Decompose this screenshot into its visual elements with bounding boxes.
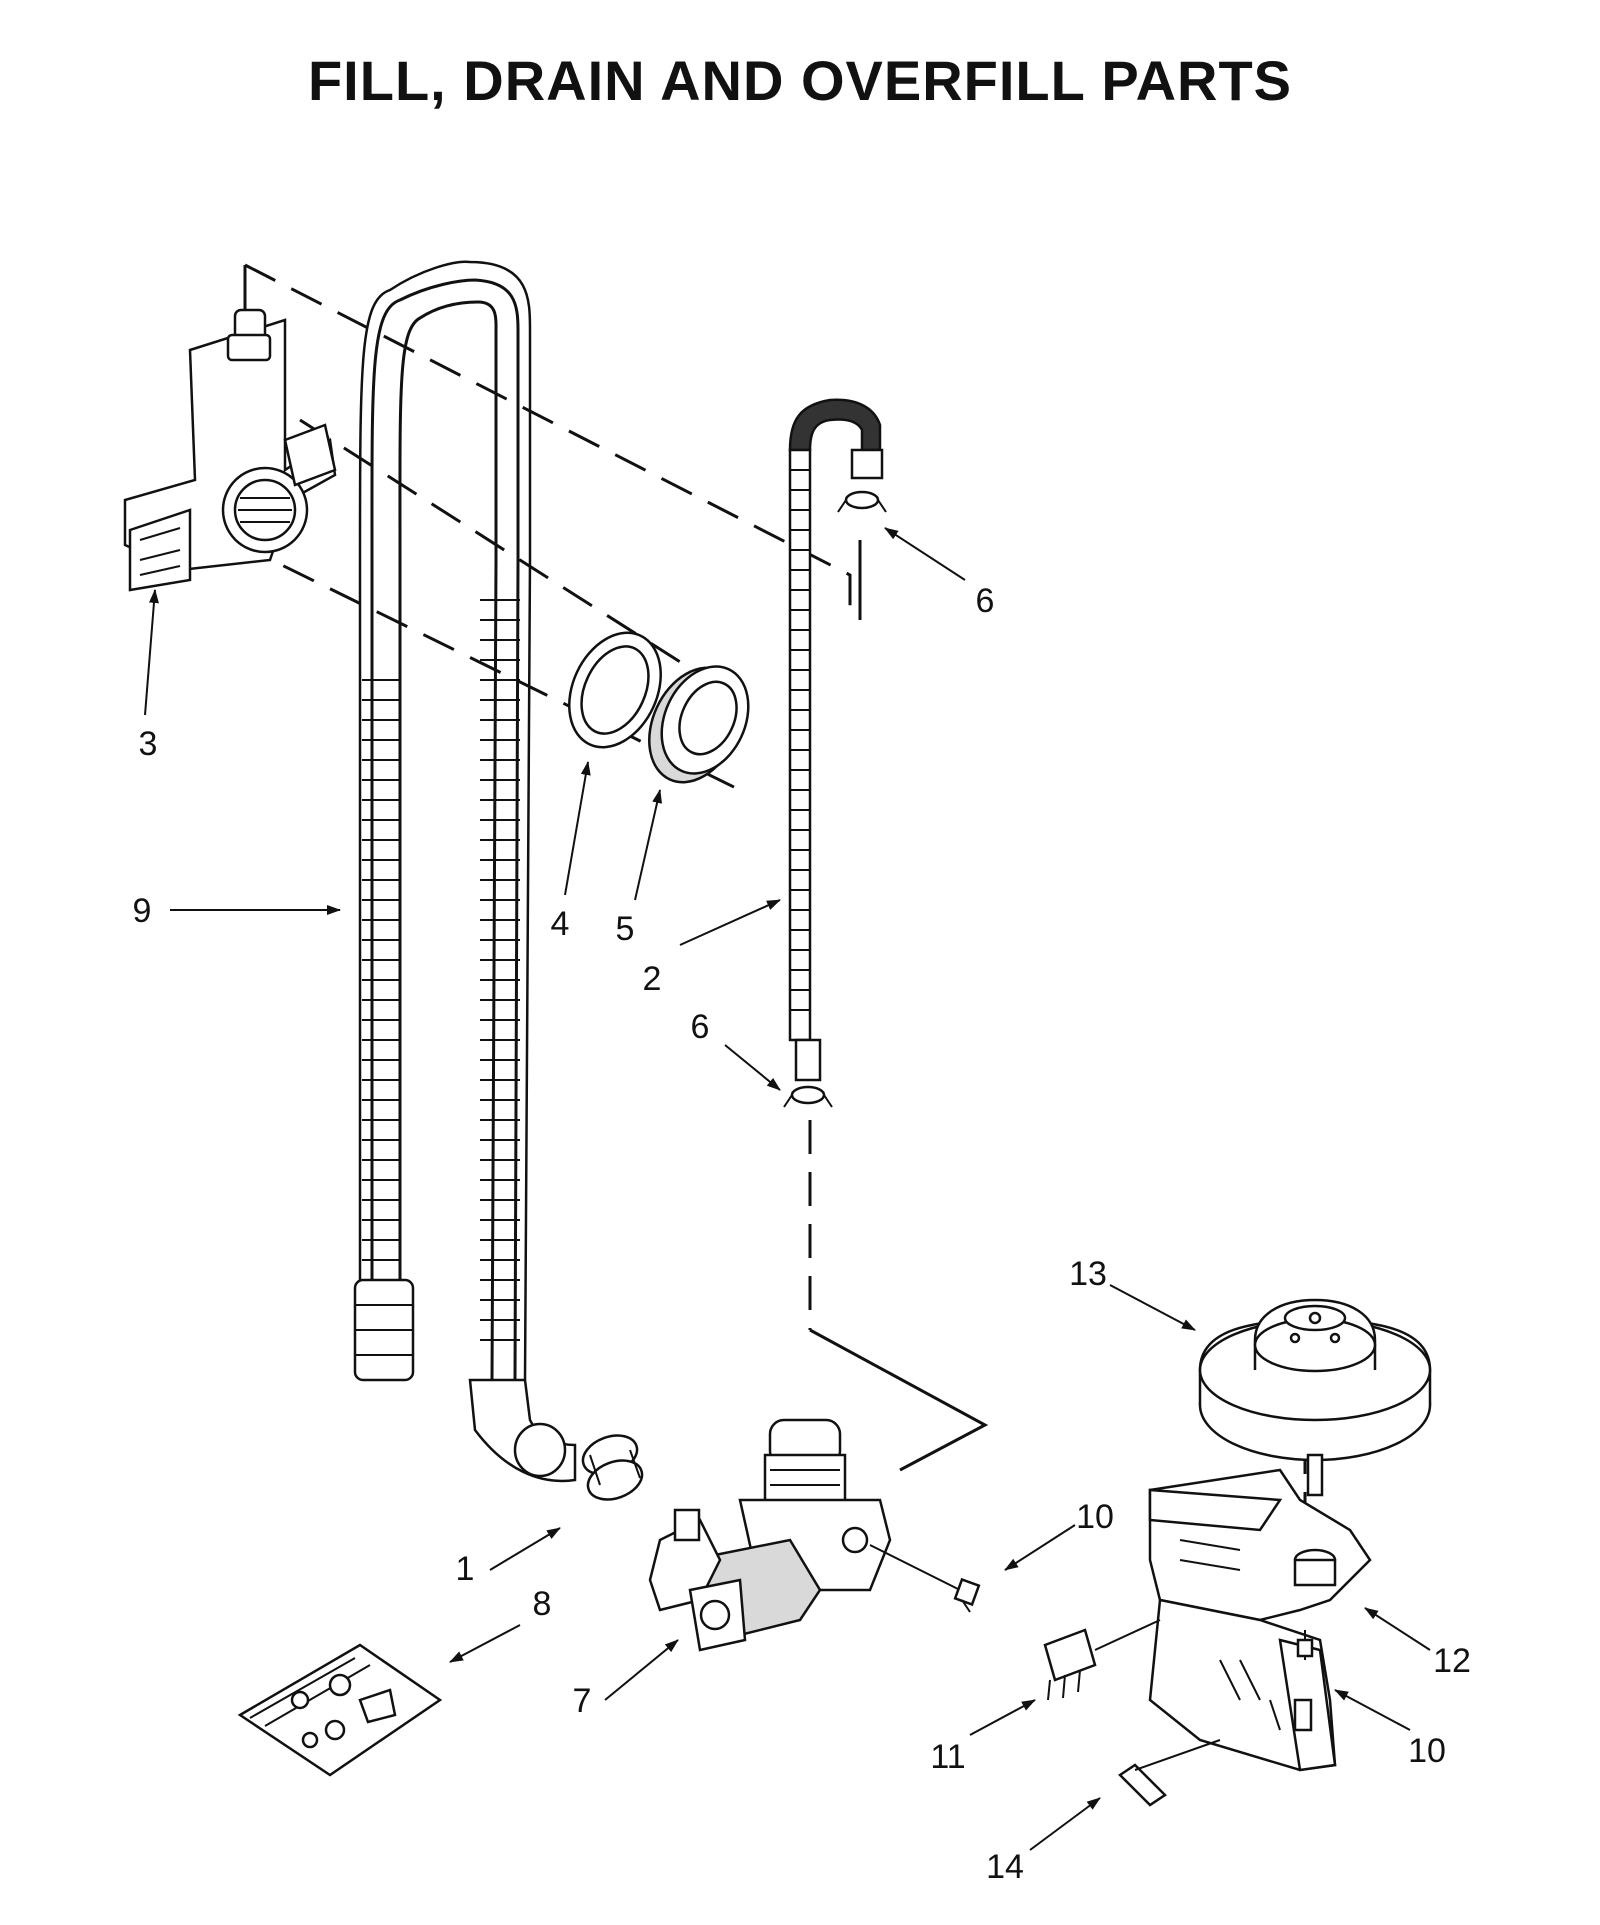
- callout-8: 8: [533, 1585, 552, 1623]
- part-5-nut: [648, 665, 750, 784]
- callout-2: 2: [643, 960, 662, 998]
- part-1-drain-clamp: [581, 1434, 644, 1501]
- callout-labels: 3 9 4 5 2 6 6 13 10 12 10 1 8 7 11 14: [133, 582, 1471, 1886]
- diagram-title: FILL, DRAIN AND OVERFILL PARTS: [307, 49, 1293, 112]
- arrow-12: [1364, 1607, 1431, 1651]
- part-14-lever: [1118, 1739, 1221, 1807]
- callout-12: 12: [1433, 1642, 1471, 1680]
- part-6-clamp-top: [837, 490, 887, 513]
- callout-14: 14: [986, 1848, 1024, 1886]
- callout-7: 7: [573, 1682, 592, 1720]
- callout-11: 11: [930, 1738, 965, 1776]
- callout-1: 1: [456, 1550, 475, 1588]
- part-10-screw-upper: [869, 1544, 981, 1613]
- hose-ribbing-left: [362, 679, 400, 1261]
- callout-6-bottom: 6: [691, 1008, 710, 1046]
- callout-4: 4: [551, 905, 570, 943]
- arrow-1: [489, 1527, 561, 1571]
- callout-13: 13: [1069, 1255, 1107, 1293]
- callout-5: 5: [616, 910, 635, 948]
- part-3-vent-assembly: [123, 308, 337, 592]
- arrow-4: [564, 761, 591, 896]
- callout-arrows: [144, 527, 1431, 1851]
- part-13-float: [1198, 1298, 1432, 1497]
- arrow-10-upper: [1004, 1524, 1076, 1571]
- part-7-inlet-valve: [648, 1418, 892, 1652]
- arrow-2: [679, 899, 781, 946]
- callout-10-lower: 10: [1408, 1732, 1446, 1770]
- part-12-float-housing: [1148, 1468, 1372, 1622]
- arrow-10-lower: [1334, 1689, 1411, 1731]
- part-9-drain-hose: [353, 260, 577, 1483]
- callout-3: 3: [139, 725, 158, 763]
- arrow-11: [969, 1699, 1036, 1736]
- part-10-switch-bracket: [1148, 1598, 1337, 1772]
- callout-6-top: 6: [976, 582, 995, 620]
- arrow-8: [449, 1624, 521, 1663]
- arrow-6-top: [884, 527, 966, 581]
- part-6-clamp-bottom: [783, 1085, 833, 1108]
- arrow-3: [144, 589, 159, 716]
- assembly-guide-lines: [189, 263, 1307, 1580]
- fill-hose-ribbing: [790, 469, 810, 1011]
- part-8-hardware-kit: [237, 1643, 443, 1777]
- part-2-fill-hose: [788, 398, 884, 1082]
- arrow-13: [1109, 1284, 1196, 1331]
- part-4-washer: [568, 631, 662, 749]
- callout-9: 9: [133, 892, 152, 930]
- part-11-switch: [1043, 1619, 1161, 1701]
- arrow-6-bottom: [724, 1044, 781, 1091]
- arrow-5: [634, 789, 662, 901]
- hose-ribbing-right: [480, 599, 520, 1341]
- arrow-14: [1029, 1797, 1101, 1851]
- callout-10-upper: 10: [1076, 1498, 1114, 1536]
- arrow-7: [604, 1639, 679, 1701]
